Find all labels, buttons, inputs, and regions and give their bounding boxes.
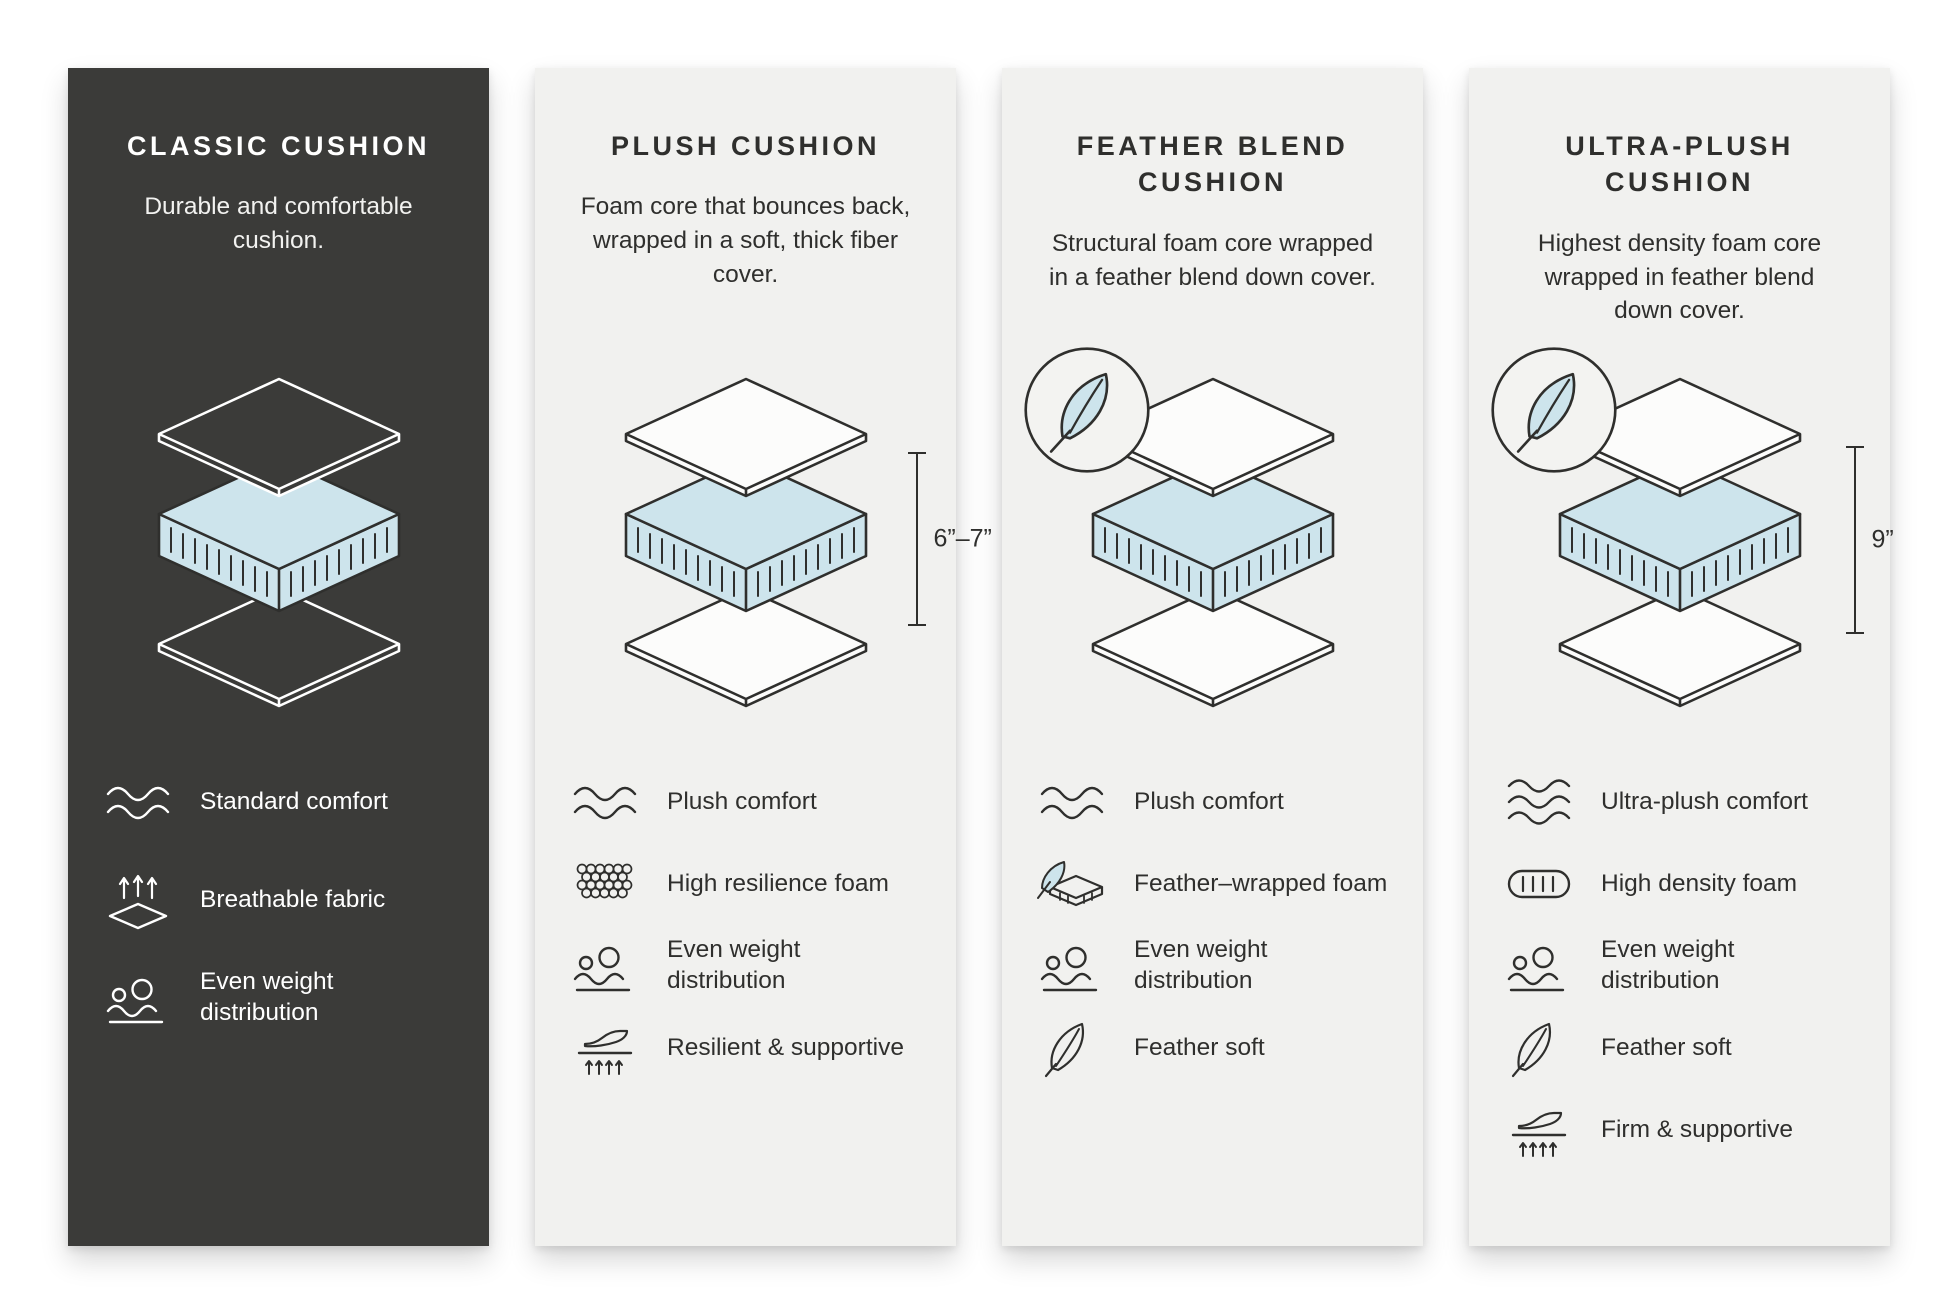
density-foam-icon: [1503, 854, 1575, 914]
panel-description: Foam core that bounces back, wrapped in …: [580, 193, 911, 289]
panel-plush-cushion: PLUSH CUSHION Foam core that bounces bac…: [535, 68, 992, 1246]
feather-icon: [1503, 1018, 1575, 1078]
panel-header: CLASSIC CUSHION Durable and comfortable …: [102, 68, 455, 318]
feature-row: Feather soft: [1036, 1016, 1389, 1080]
feature-label: Feather–wrapped foam: [1134, 869, 1388, 897]
layered-cushion-icon: [596, 374, 896, 714]
panel-header: PLUSH CUSHION Foam core that bounces bac…: [569, 68, 922, 318]
feature-label: Feather soft: [1601, 1033, 1732, 1061]
waves-icon: [569, 772, 641, 832]
feature-row: Firm & supportive: [1503, 1098, 1856, 1162]
feature-row: Breathable fabric: [102, 868, 455, 932]
feature-label: Plush comfort: [1134, 787, 1284, 815]
cushion-diagram: 6”–7”: [596, 374, 992, 714]
panel-header: FEATHER BLEND CUSHION Structural foam co…: [1036, 68, 1389, 318]
even-weight-icon: [1036, 936, 1108, 996]
panel-description: Durable and comfortable cushion.: [144, 193, 413, 255]
panel-ultra-plush-cushion: ULTRA-PLUSH CUSHION Highest density foam…: [1469, 68, 1894, 1246]
feature-label: Plush comfort: [667, 787, 817, 815]
feature-list: Standard comfort Breathable fabric Even …: [102, 770, 455, 1030]
feature-label: High resilience foam: [667, 869, 889, 897]
panel-title: ULTRA-PLUSH CUSHION: [1565, 131, 1794, 198]
foam-cells-icon: [569, 854, 641, 914]
feature-row: Even weight distribution: [569, 934, 922, 998]
feature-label: Even weight distribution: [200, 968, 334, 1026]
feature-label: Even weight distribution: [667, 936, 801, 994]
height-measure: 6”–7”: [907, 452, 992, 626]
pressing-hand-icon: [1503, 1100, 1575, 1160]
cushion-diagram: [129, 374, 429, 714]
feature-label: Breathable fabric: [200, 885, 386, 913]
feature-label: Standard comfort: [200, 787, 388, 815]
cushion-diagram: [1063, 374, 1363, 714]
feature-label: Resilient & supportive: [667, 1033, 904, 1061]
feature-row: Even weight distribution: [1503, 934, 1856, 998]
feature-row: High resilience foam: [569, 852, 922, 916]
feature-list: Plush comfort High resilience foam Even …: [569, 770, 922, 1080]
breathable-fabric-icon: [102, 870, 174, 930]
feature-row: Plush comfort: [569, 770, 922, 834]
feature-label: Ultra-plush comfort: [1601, 787, 1808, 815]
feature-list: Ultra-plush comfort High density foam Ev…: [1503, 770, 1856, 1162]
panel-title: PLUSH CUSHION: [610, 131, 880, 161]
feature-row: Feather–wrapped foam: [1036, 852, 1389, 916]
feature-row: Ultra-plush comfort: [1503, 770, 1856, 834]
feature-label: High density foam: [1601, 869, 1798, 897]
layered-cushion-icon: [129, 374, 429, 714]
waves-icon: [1036, 772, 1108, 832]
waves-icon: [1503, 772, 1575, 832]
cushion-diagram: 9”: [1530, 374, 1894, 714]
waves-icon: [102, 772, 174, 832]
feature-row: Standard comfort: [102, 770, 455, 834]
panel-title: FEATHER BLEND CUSHION: [1076, 131, 1349, 198]
feature-row: Feather soft: [1503, 1016, 1856, 1080]
height-measure: 9”: [1845, 446, 1894, 634]
panel-description: Structural foam core wrapped in a feathe…: [1049, 229, 1376, 291]
feature-label: Feather soft: [1134, 1033, 1265, 1061]
feather-badge-icon: [1488, 344, 1620, 476]
feature-row: Even weight distribution: [1036, 934, 1389, 998]
even-weight-icon: [1503, 936, 1575, 996]
height-label: 9”: [1871, 525, 1894, 554]
feature-row: High density foam: [1503, 852, 1856, 916]
panel-feather-blend-cushion: FEATHER BLEND CUSHION Structural foam co…: [1002, 68, 1423, 1246]
panel-description: Highest density foam core wrapped in fea…: [1537, 229, 1822, 325]
even-weight-icon: [102, 968, 174, 1028]
even-weight-icon: [569, 936, 641, 996]
height-label: 6”–7”: [933, 524, 992, 553]
feather-foam-icon: [1036, 854, 1108, 914]
panel-title: CLASSIC CUSHION: [126, 131, 430, 161]
feature-row: Even weight distribution: [102, 966, 455, 1030]
panel-classic-cushion: CLASSIC CUSHION Durable and comfortable …: [68, 68, 489, 1246]
feather-icon: [1036, 1018, 1108, 1078]
feature-row: Resilient & supportive: [569, 1016, 922, 1080]
feather-badge-icon: [1021, 344, 1153, 476]
feature-label: Even weight distribution: [1134, 936, 1268, 994]
feature-list: Plush comfort Feather–wrapped foam Even …: [1036, 770, 1389, 1080]
feature-row: Plush comfort: [1036, 770, 1389, 834]
feature-label: Even weight distribution: [1601, 936, 1735, 994]
feature-label: Firm & supportive: [1601, 1115, 1793, 1143]
panel-header: ULTRA-PLUSH CUSHION Highest density foam…: [1503, 68, 1856, 324]
pressing-hand-icon: [569, 1018, 641, 1078]
